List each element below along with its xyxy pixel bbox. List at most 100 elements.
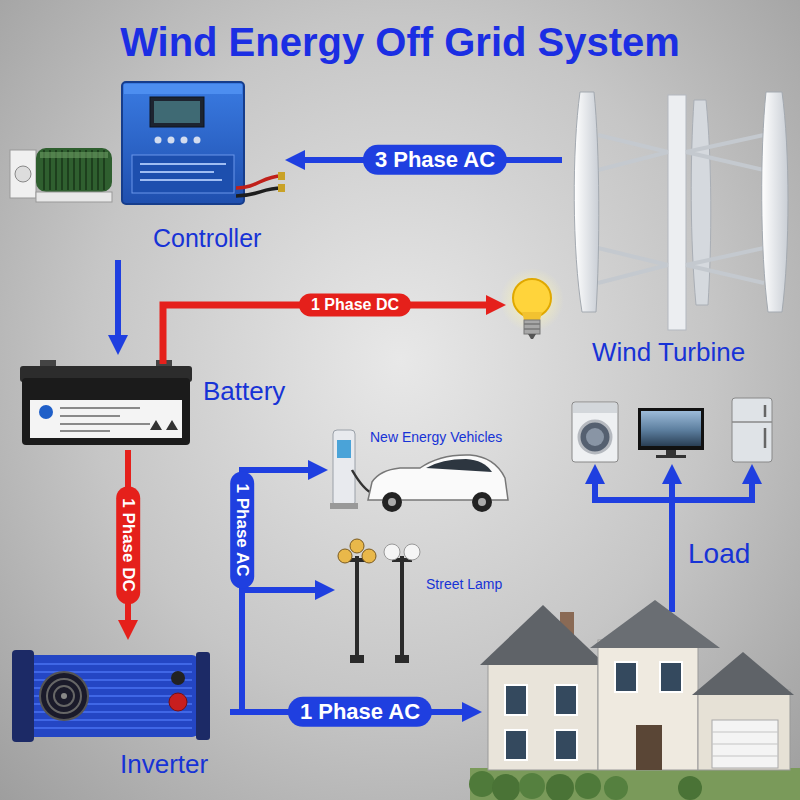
house-figure-part <box>492 774 520 800</box>
appliance-figures-part <box>579 421 611 453</box>
battery-figure-part <box>22 378 190 445</box>
inverter-figure-part <box>34 664 192 728</box>
charging-vehicle-figure-part <box>333 430 355 506</box>
house-figure-part <box>555 730 577 760</box>
charging-vehicle-figure-part <box>426 459 492 472</box>
charging-vehicle-figure-part <box>382 492 402 512</box>
house-figure-part <box>604 776 628 800</box>
controller-figure-part <box>181 137 188 144</box>
diagram-title: Wind Energy Off Grid System <box>0 18 800 66</box>
brake-resistor-figure-part <box>10 150 36 198</box>
controller-figure-part <box>236 188 282 196</box>
node-label: Battery <box>203 377 285 407</box>
inverter-figure-part <box>61 693 67 699</box>
house-figure-part <box>615 662 637 692</box>
light-bulb-figure <box>500 268 564 339</box>
street-lamp-figure-part <box>362 549 376 563</box>
node-label: Controller <box>153 224 261 253</box>
node-label: Street Lamp <box>426 576 502 592</box>
light-bulb-figure-part <box>522 312 542 320</box>
inverter-figure-part <box>169 693 187 711</box>
battery-figure-part <box>150 420 178 430</box>
controller-figure-part <box>154 101 200 123</box>
signal-label: 1 Phase DC <box>299 293 411 316</box>
inverter-figure-part <box>12 650 34 742</box>
charging-vehicle-figure-part <box>478 498 486 506</box>
street-lamp-figure <box>338 539 420 663</box>
appliance-figures-part <box>764 405 767 448</box>
light-bulb-figure-part <box>524 324 540 329</box>
house-figure-part <box>505 685 527 715</box>
house-figure-part <box>575 773 601 799</box>
node-label: New Energy Vehicles <box>370 429 502 445</box>
controller-figure-part <box>236 176 282 188</box>
house-figure-part <box>698 690 790 770</box>
light-bulb-figure-part <box>528 334 536 339</box>
load-label: Load <box>688 538 750 570</box>
street-lamp-figure-part <box>350 539 364 553</box>
brake-resistor-figure-part <box>36 192 112 202</box>
inverter-unit: Inverter <box>8 640 230 785</box>
inverter-figure-part <box>171 671 185 685</box>
wind-turbine-figure-part <box>686 135 764 283</box>
brake-resistor-figure-part <box>36 148 112 192</box>
controller-figure-part <box>140 164 226 180</box>
appliance-figures-part <box>573 403 617 413</box>
house-figure-part <box>480 605 606 665</box>
house-figure-part <box>470 768 800 800</box>
inverter-figure-part <box>47 679 81 713</box>
street-lamp: Street Lamp <box>335 538 520 666</box>
house-figure <box>469 600 800 800</box>
controller-unit: Controller <box>5 78 285 260</box>
street-lamp-figure-part <box>404 544 420 560</box>
house-figure-part <box>546 774 574 800</box>
appliance-figures-part <box>572 402 618 462</box>
street-lamp-figure-part <box>384 544 400 560</box>
wire-arrow-part <box>749 478 755 503</box>
connector-arrow <box>115 260 121 341</box>
inverter-figure-part <box>54 686 74 706</box>
wind-turbine-figure-part <box>691 100 711 305</box>
battery-figure <box>20 360 192 445</box>
charging-vehicle-figure-part <box>337 440 351 458</box>
wire-arrow-part <box>669 500 675 612</box>
street-lamp-figure-part <box>350 655 364 663</box>
battery-figure-part <box>39 405 53 419</box>
brake-resistor-figure-part <box>15 166 31 182</box>
street-lamp-figure-part <box>338 549 352 563</box>
battery-unit: Battery <box>15 355 300 450</box>
house-figure-part <box>598 640 698 770</box>
appliance-figures-part <box>638 408 704 450</box>
battery-figure-part <box>60 408 150 431</box>
appliance-figures-part <box>586 428 604 446</box>
controller-figure <box>122 82 285 204</box>
house-figure-part <box>678 776 702 800</box>
street-lamp-figure-part <box>345 556 369 660</box>
wind-turbine-figure <box>574 92 788 330</box>
appliance-figures-part <box>656 455 686 458</box>
appliance-figures-part <box>732 398 772 462</box>
wind-turbine: Wind Turbine <box>562 88 797 375</box>
wind-turbine-figure-part <box>574 92 599 312</box>
appliance-figures-part <box>732 421 772 423</box>
inverter-figure-part <box>28 655 198 737</box>
controller-figure-part <box>132 155 234 193</box>
charging-vehicle-figure-part <box>472 492 492 512</box>
charging-vehicle-figure <box>330 430 508 512</box>
house-figure-part <box>692 652 794 695</box>
house-figure-part <box>488 660 598 770</box>
wire-arrow-part <box>592 478 598 503</box>
house-figure-part <box>712 732 778 756</box>
charging-vehicle-figure-part <box>330 503 358 509</box>
controller-figure-part <box>124 84 242 94</box>
battery-figure-part <box>30 400 182 438</box>
house-figure-part <box>660 662 682 692</box>
street-lamp-figure-part <box>392 556 412 660</box>
house-figure-part <box>519 773 545 799</box>
node-label: Inverter <box>120 750 208 780</box>
controller-figure-part <box>194 137 201 144</box>
controller-figure-part <box>278 172 285 180</box>
